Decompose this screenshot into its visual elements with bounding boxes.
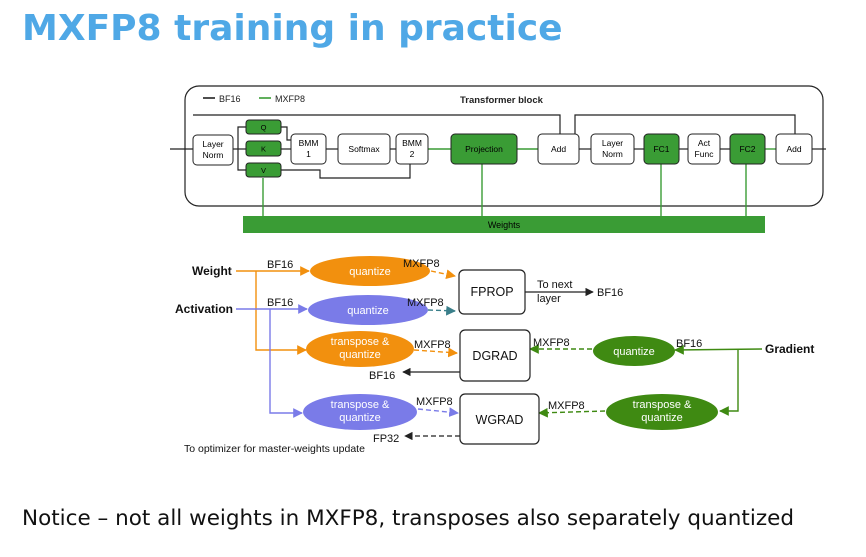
svg-text:V: V [261, 166, 266, 175]
activation-input-label: Activation [175, 302, 233, 316]
gradient-bf16-label: BF16 [676, 338, 702, 350]
flow-diagram: Weight Activation Gradient [175, 256, 814, 455]
fprop-output-bf16-label: BF16 [597, 287, 623, 299]
block-add-2: Add [775, 133, 813, 165]
dgrad-box: DGRAD [459, 329, 531, 382]
svg-text:transpose &: transpose & [331, 399, 390, 411]
svg-text:DGRAD: DGRAD [472, 349, 517, 363]
block-layer-norm-2: Layer Norm [590, 133, 635, 165]
wgrad-output-fp32-label: FP32 [373, 433, 399, 445]
gradient-paths [529, 344, 763, 418]
transpose-quantize-gradient-bubble: transpose & quantize [606, 394, 718, 430]
svg-text:1: 1 [306, 149, 311, 159]
mxfp8-activation-label: MXFP8 [407, 297, 444, 309]
svg-text:Projection: Projection [465, 144, 503, 154]
path-labels: BF16 BF16 BF16 MXFP8 MXFP8 MXFP8 MXFP8 M… [184, 258, 702, 455]
gradient-input-label: Gradient [765, 342, 814, 356]
svg-text:BMM: BMM [402, 138, 422, 148]
block-projection: Projection [450, 133, 518, 165]
activation-paths [236, 304, 459, 418]
block-layer-norm-1: Layer Norm [192, 134, 234, 166]
svg-text:K: K [261, 145, 266, 154]
dgrad-output-bf16-label: BF16 [369, 370, 395, 382]
wgrad-box: WGRAD [459, 393, 540, 445]
block-q: Q [245, 119, 282, 135]
svg-text:FPROP: FPROP [470, 285, 513, 299]
block-act-func: Act Func [687, 133, 721, 165]
svg-text:quantize: quantize [339, 349, 381, 361]
svg-text:FC2: FC2 [739, 144, 755, 154]
mxfp8-weight-label: MXFP8 [403, 258, 440, 270]
block-fc2: FC2 [729, 133, 766, 165]
svg-text:Add: Add [786, 144, 801, 154]
svg-text:quantize: quantize [641, 412, 683, 424]
svg-text:quantize: quantize [613, 346, 655, 358]
svg-text:Layer: Layer [602, 138, 623, 148]
svg-text:Add: Add [551, 144, 566, 154]
block-add-1: Add [537, 133, 580, 165]
block-v: V [245, 162, 282, 178]
legend-mxfp8-label: MXFP8 [275, 94, 305, 104]
quantize-weight-bubble: quantize [310, 256, 430, 286]
slide-footnote: Notice – not all weights in MXFP8, trans… [22, 506, 794, 531]
svg-text:quantize: quantize [347, 305, 389, 317]
to-next-layer-label-1: To next [537, 279, 572, 291]
output-paths [402, 287, 594, 441]
bf16-paths [170, 114, 826, 179]
svg-text:2: 2 [410, 149, 415, 159]
svg-text:transpose &: transpose & [633, 399, 692, 411]
optimizer-note: To optimizer for master-weights update [184, 443, 365, 455]
svg-text:Func: Func [695, 149, 715, 159]
mxfp8-paths [262, 148, 776, 218]
block-softmax: Softmax [337, 133, 391, 165]
transpose-quantize-weight-bubble: transpose & quantize [306, 331, 414, 367]
transformer-block-title: Transformer block [460, 95, 544, 106]
svg-text:quantize: quantize [339, 412, 381, 424]
weights-bar: Weights [243, 216, 765, 233]
legend-bf16-label: BF16 [219, 94, 241, 104]
block-bmm-2: BMM 2 [395, 133, 429, 165]
svg-text:Norm: Norm [203, 150, 224, 160]
weight-input-label: Weight [192, 264, 232, 278]
svg-text:Act: Act [698, 138, 711, 148]
transformer-block: BF16 MXFP8 Transformer block [170, 85, 826, 218]
slide-title: MXFP8 training in practice [22, 8, 563, 49]
svg-text:transpose &: transpose & [331, 336, 390, 348]
svg-text:Norm: Norm [602, 149, 623, 159]
svg-text:Softmax: Softmax [348, 144, 380, 154]
quantize-activation-bubble: quantize [308, 295, 428, 325]
transpose-quantize-activation-bubble: transpose & quantize [303, 394, 417, 430]
block-bmm-1: BMM 1 [290, 133, 327, 165]
to-next-layer-label-2: layer [537, 293, 561, 305]
fprop-box: FPROP [458, 269, 526, 315]
quantize-gradient-bubble: quantize [593, 336, 675, 366]
mxfp8-gradient-label: MXFP8 [533, 337, 570, 349]
weight-bf16-label: BF16 [267, 259, 293, 271]
weight-paths [236, 266, 458, 358]
block-fc1: FC1 [643, 133, 680, 165]
svg-text:FC1: FC1 [653, 144, 669, 154]
mxfp8-transposed-gradient-label: MXFP8 [548, 400, 585, 412]
block-k: K [245, 140, 282, 157]
activation-bf16-label: BF16 [267, 297, 293, 309]
svg-text:quantize: quantize [349, 266, 391, 278]
mxfp8-transposed-activation-label: MXFP8 [416, 396, 453, 408]
svg-text:Layer: Layer [202, 139, 223, 149]
mxfp8-transposed-weight-label: MXFP8 [414, 339, 451, 351]
weights-bar-label: Weights [488, 220, 521, 230]
svg-text:BMM: BMM [299, 138, 319, 148]
svg-text:WGRAD: WGRAD [476, 413, 524, 427]
svg-text:Q: Q [261, 123, 267, 132]
